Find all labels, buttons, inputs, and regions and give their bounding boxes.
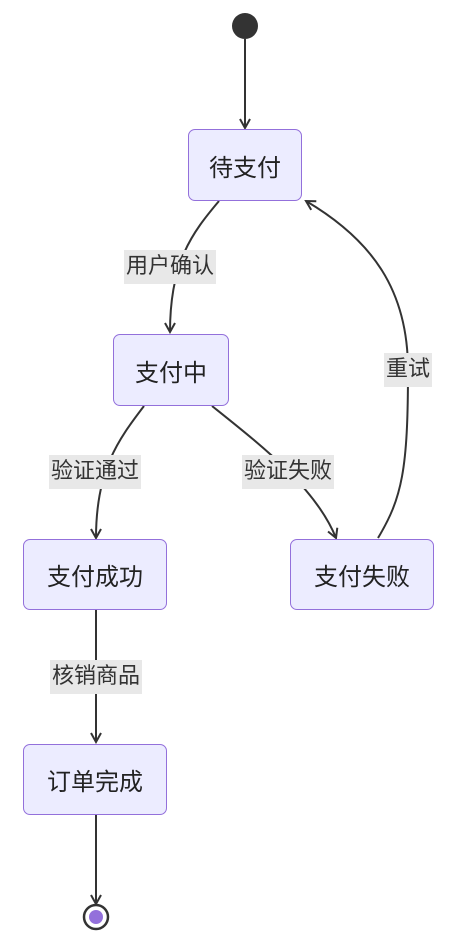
state-pending-payment: 待支付 [188,129,302,201]
start-node [232,13,258,39]
edge-label-verify-fail: 验证失败 [241,455,335,489]
edge-label-retry: 重试 [383,353,433,387]
edge-label-verify-pass: 验证通过 [48,455,142,489]
state-paying: 支付中 [113,334,229,406]
state-payment-success: 支付成功 [23,539,167,610]
edge-label-user-confirm: 用户确认 [123,250,217,284]
edge-label-redeem-goods: 核销商品 [49,660,143,694]
end-node-inner [89,910,103,924]
state-payment-failed: 支付失败 [290,539,434,610]
state-order-completed: 订单完成 [23,744,167,815]
